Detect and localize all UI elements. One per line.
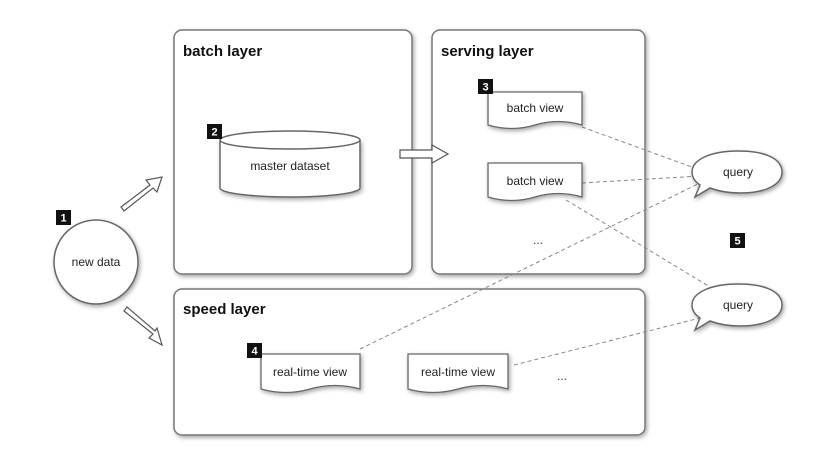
badge-5-label: 5 [734, 236, 740, 248]
realtime-view-2-label: real-time view [421, 365, 495, 379]
arrow-newdata-to-batch [120, 176, 163, 212]
serving-more-ellipsis: ... [533, 233, 543, 247]
speed-more-ellipsis: ... [557, 369, 567, 383]
new-data-label: new data [72, 255, 121, 269]
badge-2: 2 [207, 124, 222, 139]
connector-batchview2-query2 [565, 199, 721, 294]
master-dataset-label: master dataset [250, 159, 330, 173]
batch-view-1-label: batch view [507, 101, 564, 115]
arrow-newdata-to-speed [123, 306, 163, 347]
query-1-label: query [723, 165, 753, 179]
serving-layer-title: serving layer [441, 43, 534, 60]
batch-view-2-label: batch view [507, 174, 564, 188]
query-connectors [359, 126, 721, 366]
badge-3: 3 [478, 79, 493, 94]
master-dataset-node: master dataset [219, 130, 361, 198]
badge-1: 1 [56, 210, 71, 225]
badge-3-label: 3 [482, 82, 488, 94]
badge-5: 5 [730, 233, 745, 248]
badge-2-label: 2 [211, 127, 217, 139]
realtime-view-2-node: real-time view [407, 353, 509, 394]
badge-1-label: 1 [60, 213, 66, 225]
badge-4-label: 4 [251, 346, 258, 358]
realtime-view-1-node: real-time view [260, 353, 361, 394]
badge-4: 4 [247, 343, 262, 358]
batch-layer-title: batch layer [183, 43, 262, 60]
batch-view-1-node: batch view [487, 91, 583, 130]
query-2-bubble: query [691, 283, 783, 332]
new-data-node: new data [53, 219, 139, 305]
query-1-bubble: query [691, 150, 783, 199]
batch-view-2-node: batch view [487, 162, 583, 202]
query-2-label: query [723, 298, 753, 312]
connector-realtime1-query1 [359, 182, 701, 350]
speed-layer-title: speed layer [183, 301, 266, 318]
connector-batchview2-query1 [581, 175, 701, 184]
connector-realtime2-query2 [513, 317, 701, 366]
realtime-view-1-label: real-time view [273, 365, 347, 379]
arrow-batch-to-serving [399, 143, 450, 165]
